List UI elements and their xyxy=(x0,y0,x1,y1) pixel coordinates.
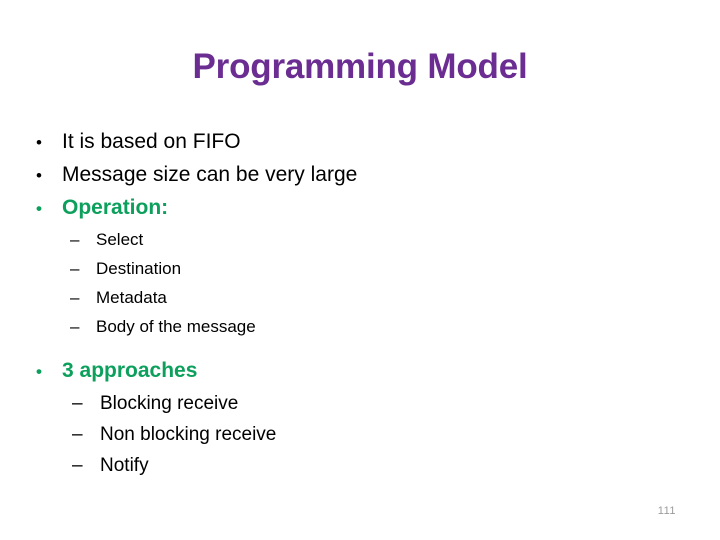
dash-marker-icon: – xyxy=(70,288,80,307)
bullet-item-message-size: • Message size can be very large xyxy=(0,159,720,192)
dash-marker-icon: – xyxy=(72,393,83,414)
bullet-item-3-approaches: • 3 approaches xyxy=(0,355,720,388)
sub-bullet-label: Non blocking receive xyxy=(100,424,277,445)
dash-marker-icon: – xyxy=(70,259,80,278)
bullet-marker-icon: • xyxy=(36,166,42,185)
sub-bullet-item-metadata: – Metadata xyxy=(0,283,720,312)
sub-bullet-item-select: – Select xyxy=(0,225,720,254)
sub-bullet-label: Notify xyxy=(100,455,149,476)
dash-marker-icon: – xyxy=(70,230,80,249)
bullet-label: 3 approaches xyxy=(62,359,198,382)
sub-bullet-item-non-blocking-receive: – Non blocking receive xyxy=(0,419,720,450)
slide-number: 111 xyxy=(657,505,676,517)
sub-bullet-label: Body of the message xyxy=(96,317,256,336)
sub-bullet-label: Blocking receive xyxy=(100,393,239,414)
bullet-item-operation: • Operation: xyxy=(0,192,720,225)
page-title: Programming Model xyxy=(192,47,528,86)
bullet-label: It is based on FIFO xyxy=(62,130,241,153)
sub-bullet-item-destination: – Destination xyxy=(0,254,720,283)
bullet-marker-icon: • xyxy=(36,133,42,152)
bullet-label: Operation: xyxy=(62,196,169,219)
slide-body: • It is based on FIFO • Message size can… xyxy=(0,126,720,481)
sub-bullet-label: Metadata xyxy=(96,288,167,307)
sub-bullet-label: Select xyxy=(96,230,144,249)
bullet-label: Message size can be very large xyxy=(62,163,358,186)
dash-marker-icon: – xyxy=(70,317,80,336)
bullet-marker-icon: • xyxy=(36,199,42,218)
sub-bullet-label: Destination xyxy=(96,259,182,278)
sub-bullet-item-notify: – Notify xyxy=(0,450,720,481)
sub-bullet-item-body-of-the-message: – Body of the message xyxy=(0,312,720,341)
dash-marker-icon: – xyxy=(72,424,83,445)
section-spacer xyxy=(0,341,720,355)
bullet-marker-icon: • xyxy=(36,362,42,381)
bullet-item-fifo: • It is based on FIFO xyxy=(0,126,720,159)
dash-marker-icon: – xyxy=(72,455,83,476)
sub-bullet-item-blocking-receive: – Blocking receive xyxy=(0,388,720,419)
